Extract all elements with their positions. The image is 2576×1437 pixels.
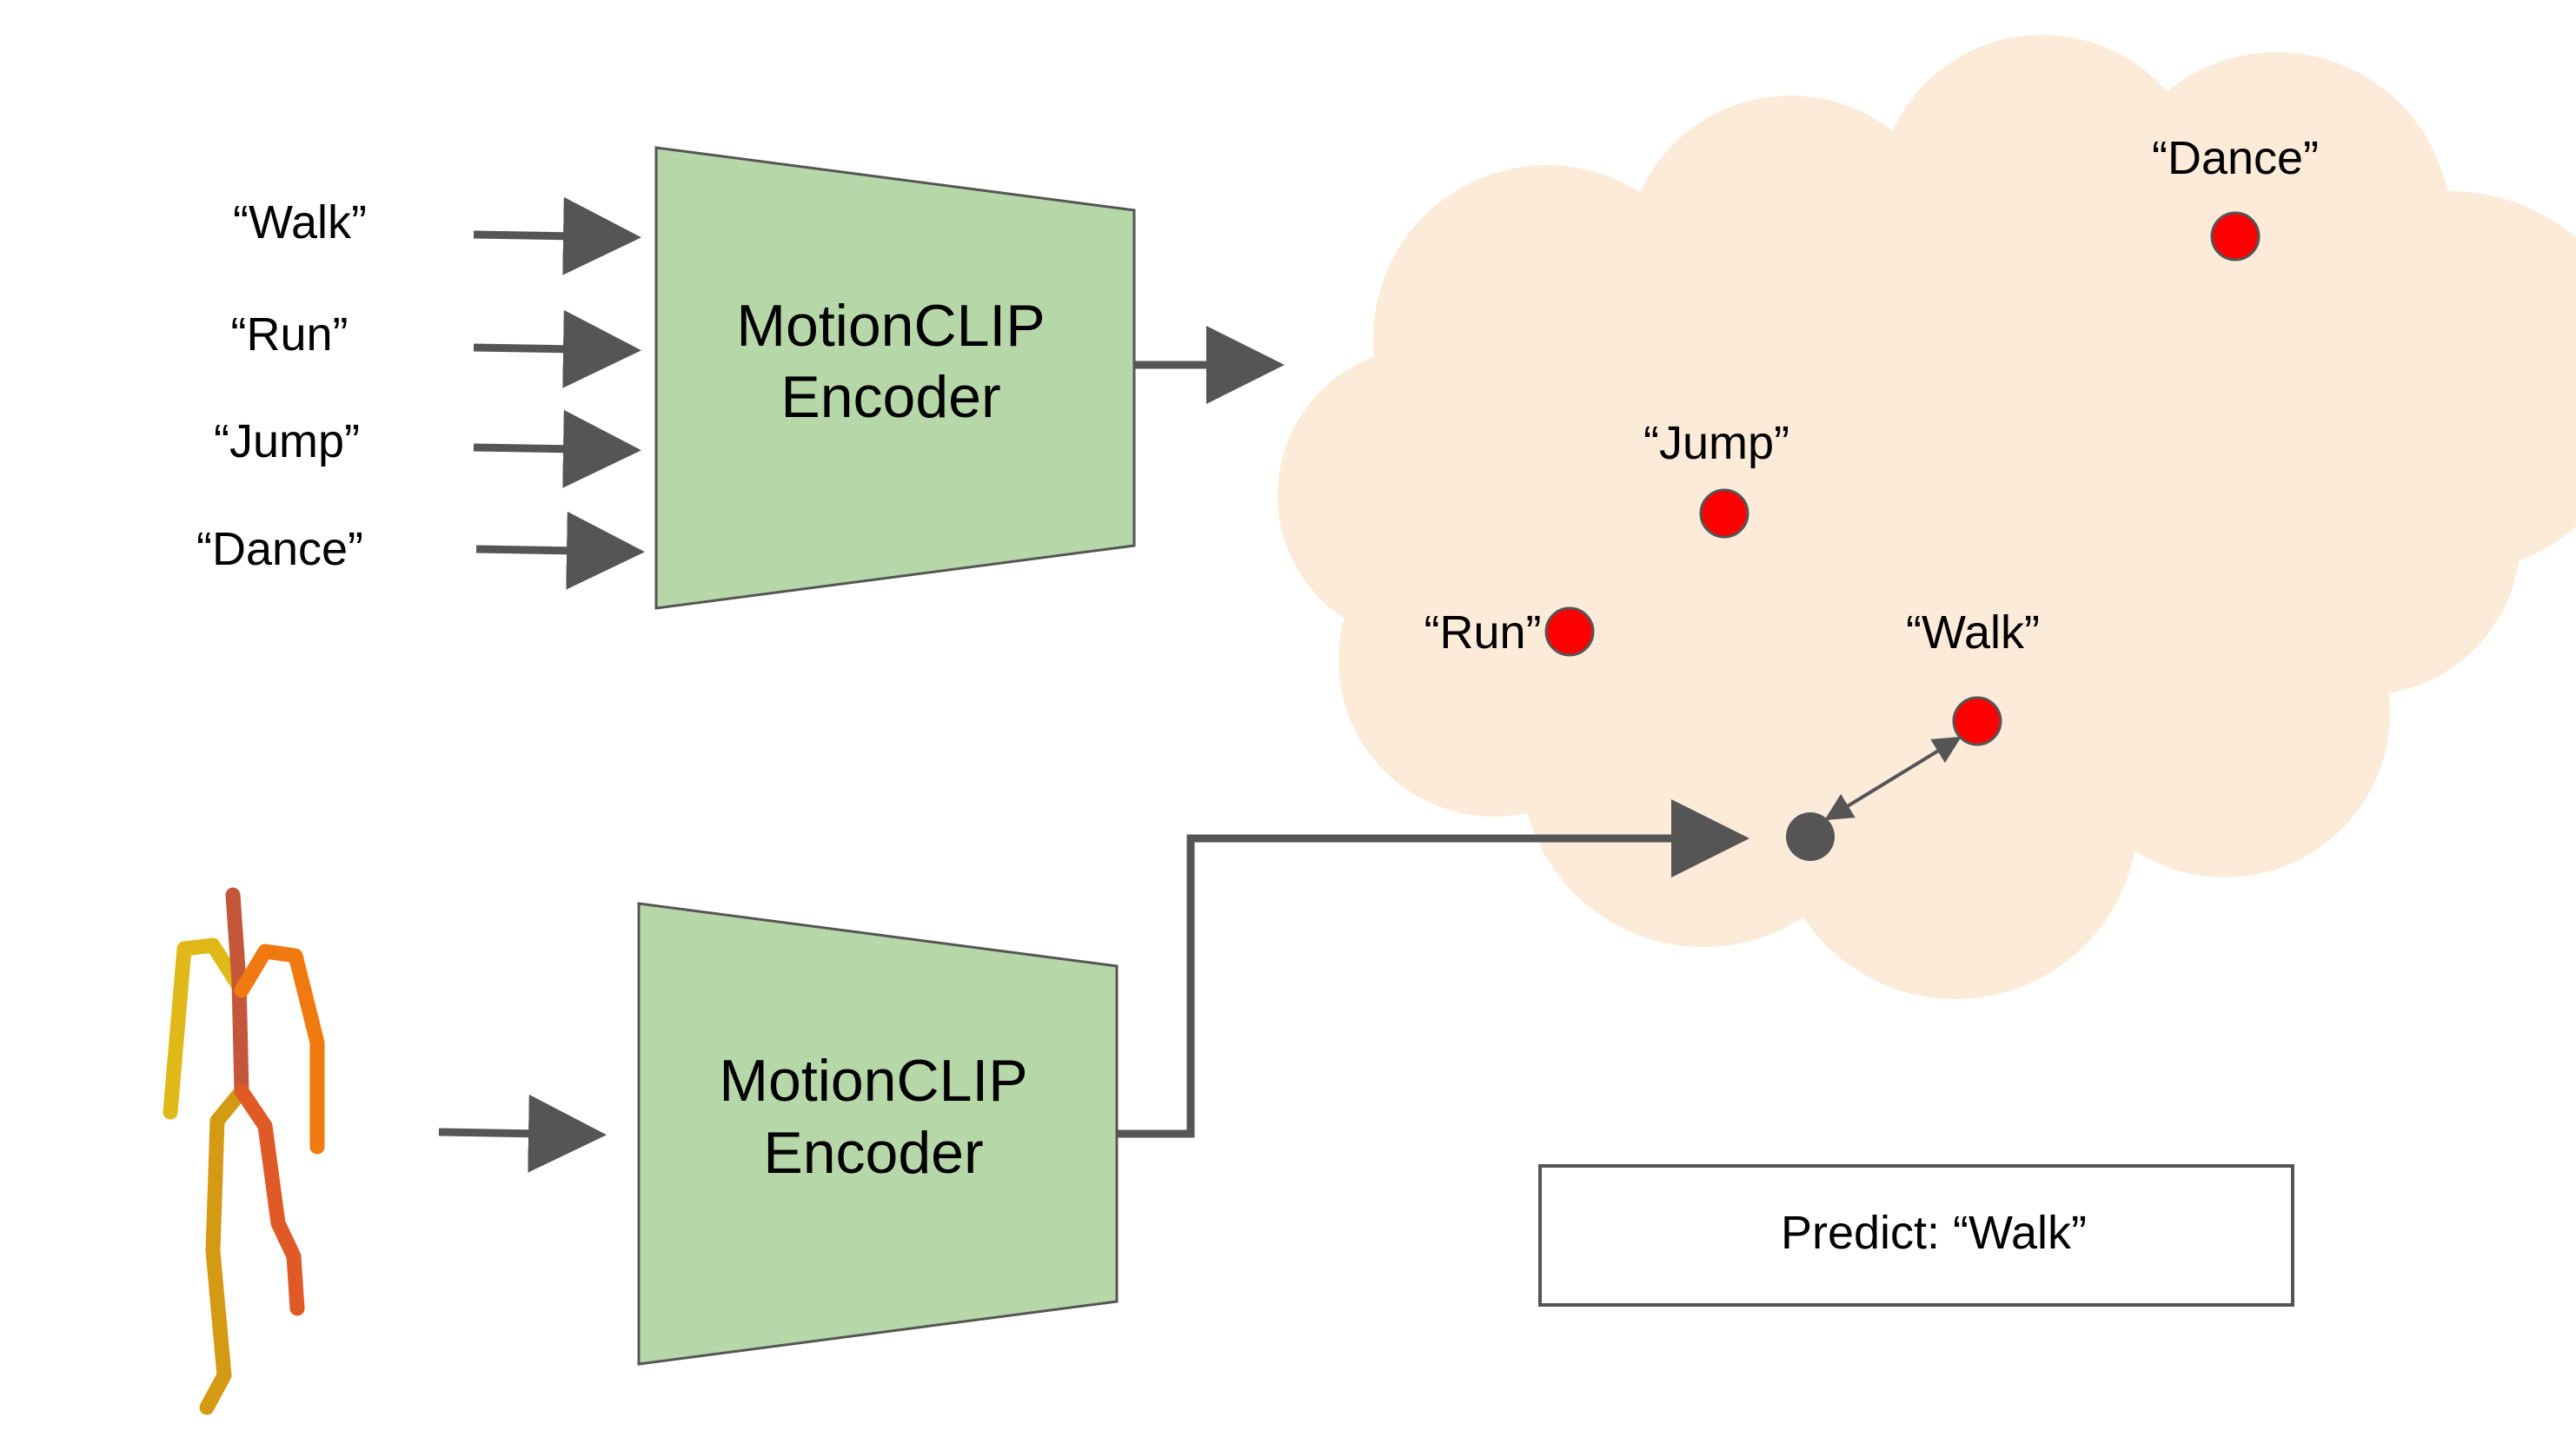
point-label-walk: “Walk” xyxy=(1906,606,2040,659)
arrow-run xyxy=(473,309,641,388)
embedding-space-cloud xyxy=(1278,35,2576,999)
input-arrows xyxy=(473,196,645,590)
text-encoder-label-line1: MotionCLIP xyxy=(736,293,1045,359)
arrow-dance xyxy=(475,511,645,590)
text-encoder-label-line2: Encoder xyxy=(780,364,1000,430)
input-label-jump: “Jump” xyxy=(214,415,360,467)
arrow-walk xyxy=(473,196,641,275)
embedding-points: “Dance” “Jump” “Run” “Walk” xyxy=(1424,132,2319,861)
text-encoder-block: MotionCLIP Encoder xyxy=(654,146,1136,610)
skeleton-left-arm xyxy=(163,937,249,1120)
point-label-dance: “Dance” xyxy=(2152,132,2319,184)
point-run xyxy=(1544,606,1595,657)
point-label-jump: “Jump” xyxy=(1643,417,1789,469)
motion-encoder-shape xyxy=(637,902,1119,1366)
skeleton-right-arm xyxy=(234,944,325,1155)
skeleton-right-leg xyxy=(234,1083,305,1316)
query-point xyxy=(1786,812,1835,861)
prediction-box: Predict: “Walk” xyxy=(1538,1164,2294,1307)
skeleton-left-leg xyxy=(199,1083,249,1415)
text-encoder-shape xyxy=(654,146,1136,610)
arrow-skeleton-to-encoder xyxy=(438,1094,607,1173)
point-walk xyxy=(1952,696,2002,746)
input-label-dance: “Dance” xyxy=(196,523,363,575)
point-dance xyxy=(2210,211,2261,262)
point-jump xyxy=(1699,488,1749,539)
point-label-run: “Run” xyxy=(1424,606,1541,659)
motion-skeleton-figure xyxy=(163,887,325,1415)
arrow-encoder-to-query xyxy=(1117,799,1749,1138)
motion-encoder-label-line2: Encoder xyxy=(763,1120,983,1186)
motion-encoder-block: MotionCLIP Encoder xyxy=(637,902,1119,1366)
prediction-text: Predict: “Walk” xyxy=(1781,1207,2087,1259)
input-label-walk: “Walk” xyxy=(233,196,367,248)
arrow-jump xyxy=(473,409,641,488)
motion-encoder-label-line1: MotionCLIP xyxy=(719,1048,1027,1114)
input-label-run: “Run” xyxy=(230,308,348,361)
prediction-box-frame xyxy=(1538,1164,2294,1307)
distance-arrow xyxy=(1824,736,1962,821)
